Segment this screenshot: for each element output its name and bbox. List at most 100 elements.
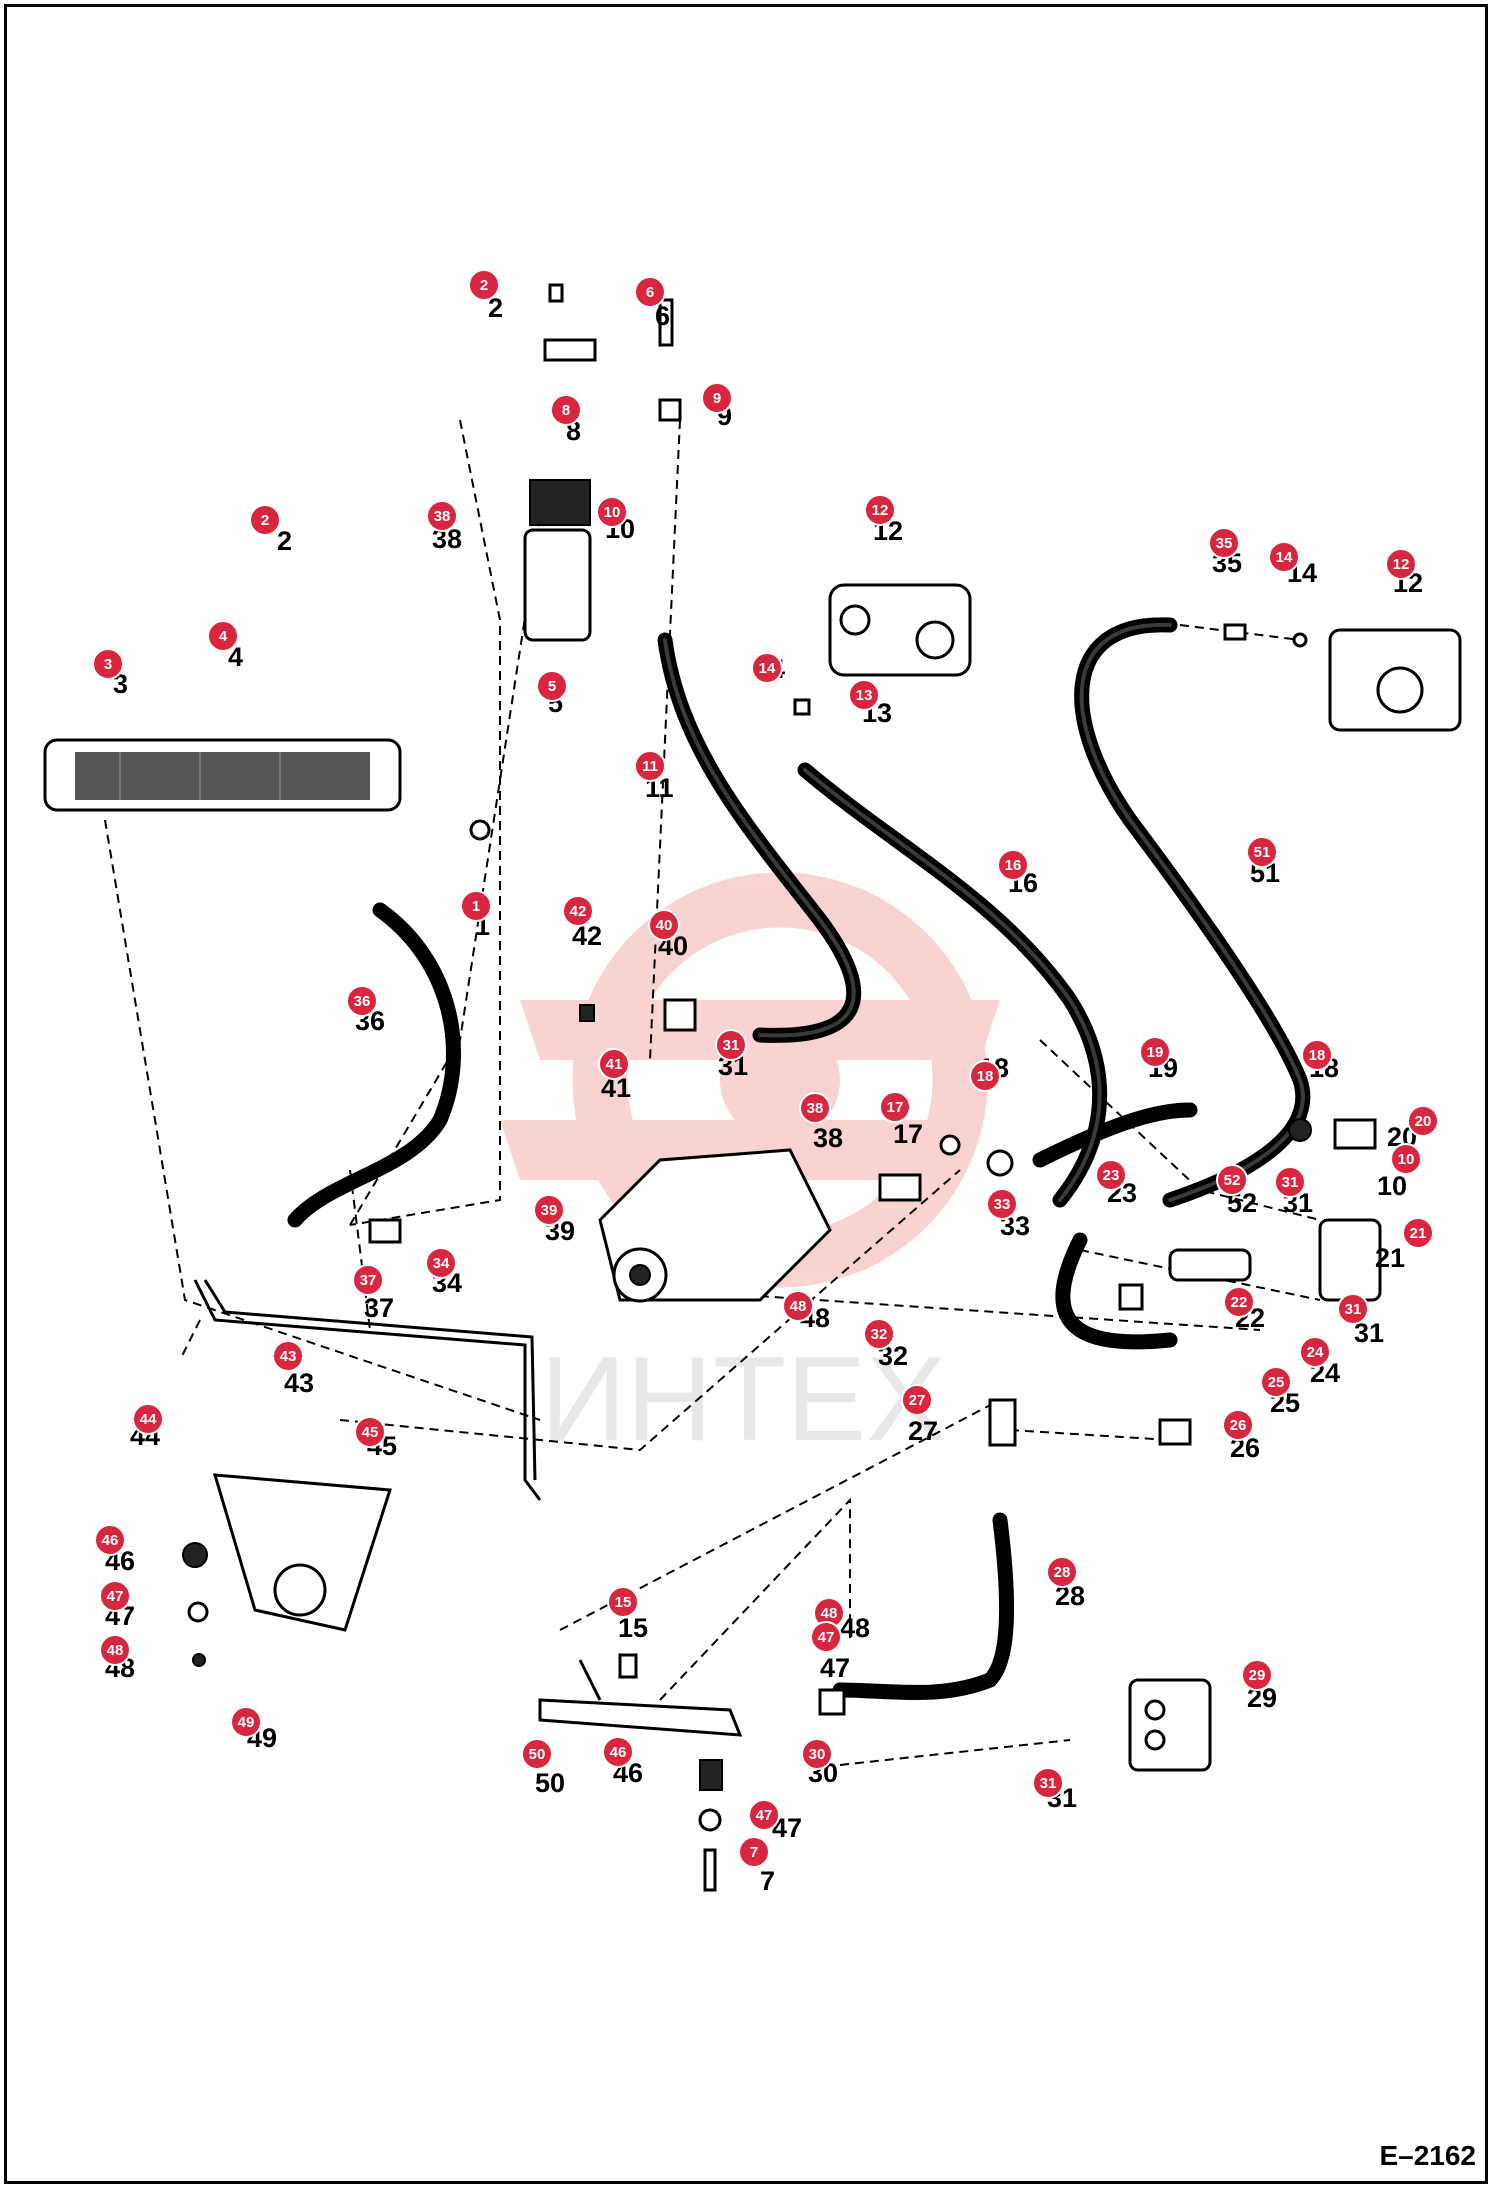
plain-label: 2 — [488, 293, 503, 323]
callout-47: 47 — [748, 1799, 780, 1831]
plain-label: 21 — [1375, 1243, 1405, 1273]
svg-text:10: 10 — [604, 504, 621, 521]
callout-14: 14 — [1268, 541, 1300, 573]
hydrostatic-pump — [598, 1148, 832, 1303]
callout-22: 22 — [1223, 1286, 1255, 1318]
svg-text:3: 3 — [104, 656, 112, 673]
callout-10: 10 — [1390, 1143, 1422, 1175]
callout-38: 38 — [426, 500, 458, 532]
svg-text:47: 47 — [107, 1588, 124, 1605]
callout-38: 38 — [799, 1092, 831, 1124]
svg-text:39: 39 — [541, 1202, 558, 1219]
callout-4: 4 — [207, 620, 239, 652]
svg-text:31: 31 — [723, 1037, 740, 1054]
plain-label: 2 — [277, 526, 292, 556]
callout-31: 31 — [715, 1029, 747, 1061]
callout-14: 14 — [751, 652, 783, 684]
callout-51: 51 — [1246, 836, 1278, 868]
svg-text:43: 43 — [280, 1348, 297, 1365]
svg-text:32: 32 — [871, 1326, 888, 1343]
callout-8: 8 — [550, 394, 582, 426]
callout-36: 36 — [346, 985, 378, 1017]
svg-text:12: 12 — [1393, 556, 1410, 573]
svg-text:46: 46 — [610, 1744, 627, 1761]
callout-9: 9 — [701, 382, 733, 414]
callout-46: 46 — [602, 1736, 634, 1768]
svg-text:47: 47 — [818, 1629, 835, 1646]
svg-text:25: 25 — [1268, 1374, 1285, 1391]
svg-text:1: 1 — [472, 898, 480, 915]
svg-text:52: 52 — [1224, 1172, 1241, 1189]
relief-valve — [1168, 1218, 1382, 1302]
callout-3: 3 — [92, 648, 124, 680]
plain-label: 47 — [820, 1653, 850, 1683]
callout-32: 32 — [863, 1318, 895, 1350]
svg-text:48: 48 — [107, 1642, 124, 1659]
svg-text:9: 9 — [713, 390, 721, 407]
gear-pump-right — [1328, 628, 1462, 732]
svg-text:41: 41 — [606, 1056, 623, 1073]
svg-text:48: 48 — [790, 1298, 807, 1315]
svg-text:31: 31 — [1282, 1174, 1299, 1191]
callout-10: 10 — [596, 496, 628, 528]
svg-text:51: 51 — [1254, 844, 1271, 861]
callout-47: 47 — [810, 1621, 842, 1653]
callout-41: 41 — [598, 1048, 630, 1080]
svg-text:14: 14 — [1276, 549, 1293, 566]
callout-7: 7 — [738, 1836, 770, 1868]
svg-text:31: 31 — [1345, 1301, 1362, 1318]
svg-text:16: 16 — [1005, 857, 1022, 874]
callout-1: 1 — [460, 890, 492, 922]
plain-label: 6 — [655, 301, 670, 331]
svg-text:2: 2 — [480, 277, 488, 294]
plain-label: 37 — [364, 1293, 394, 1323]
callout-2: 2 — [249, 504, 281, 536]
callout-20: 20 — [1407, 1105, 1439, 1137]
tube-assembly — [193, 1279, 542, 1501]
svg-text:45: 45 — [362, 1424, 379, 1441]
plain-label: 48 — [840, 1613, 870, 1643]
plain-label: 50 — [535, 1768, 565, 1798]
callout-26: 26 — [1222, 1409, 1254, 1441]
svg-text:31: 31 — [1040, 1775, 1057, 1792]
callout-31: 31 — [1032, 1767, 1064, 1799]
callout-11: 11 — [634, 750, 666, 782]
callouts: 2 6 8 9 38 10 2 4 5 3 12 14 13 35 14 12 … — [92, 269, 1439, 1868]
svg-text:18: 18 — [977, 1068, 994, 1085]
callout-30: 30 — [801, 1738, 833, 1770]
svg-text:50: 50 — [529, 1746, 546, 1763]
svg-text:30: 30 — [809, 1746, 826, 1763]
callout-6: 6 — [634, 276, 666, 308]
svg-text:48: 48 — [821, 1605, 838, 1622]
svg-text:38: 38 — [434, 508, 451, 525]
plain-label: 4 — [228, 642, 243, 672]
callout-17: 17 — [879, 1091, 911, 1123]
callout-48: 48 — [99, 1634, 131, 1666]
svg-text:28: 28 — [1054, 1564, 1071, 1581]
control-valve — [1128, 1678, 1212, 1772]
diagram-frame — [4, 4, 1488, 2184]
svg-text:12: 12 — [872, 502, 889, 519]
svg-text:34: 34 — [433, 1255, 450, 1272]
callout-50: 50 — [521, 1738, 553, 1770]
svg-text:23: 23 — [1103, 1167, 1120, 1184]
svg-text:40: 40 — [656, 917, 673, 934]
mounting-bracket — [212, 1473, 393, 1632]
callout-31: 31 — [1337, 1293, 1369, 1325]
callout-39: 39 — [533, 1194, 565, 1226]
gear-pump-left — [828, 583, 972, 677]
svg-text:5: 5 — [548, 678, 556, 695]
svg-text:6: 6 — [646, 284, 654, 301]
plain-label: 27 — [908, 1416, 938, 1446]
callout-35: 35 — [1208, 527, 1240, 559]
svg-text:17: 17 — [887, 1099, 904, 1116]
svg-text:47: 47 — [756, 1807, 773, 1824]
callout-24: 24 — [1299, 1336, 1331, 1368]
callout-18: 18 — [969, 1060, 1001, 1092]
svg-text:37: 37 — [360, 1272, 377, 1289]
callout-29: 29 — [1241, 1659, 1273, 1691]
callout-23: 23 — [1095, 1159, 1127, 1191]
callout-43: 43 — [272, 1340, 304, 1372]
oil-cooler — [43, 738, 402, 812]
